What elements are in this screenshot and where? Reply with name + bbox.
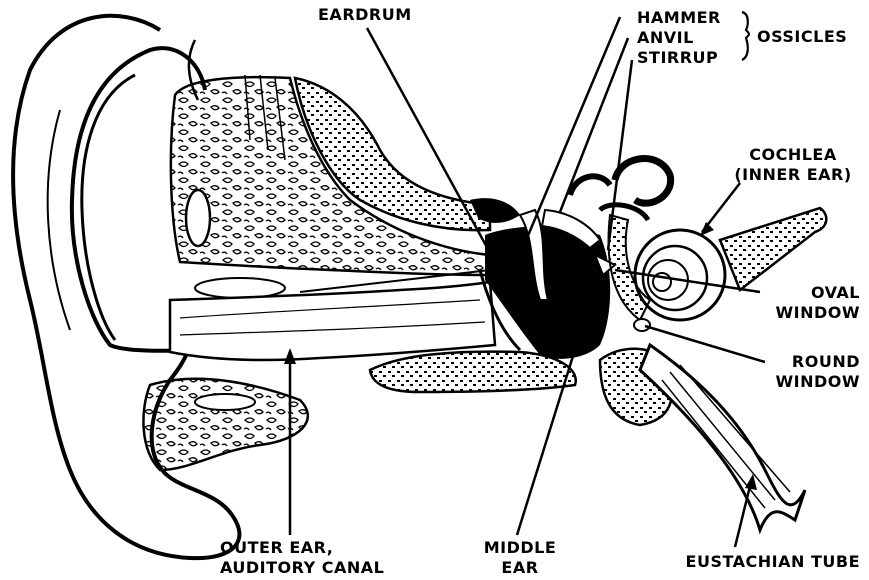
label-round-window: WINDOW	[745, 372, 860, 392]
temporal-bone-lower	[370, 352, 576, 392]
label-middle: MIDDLE	[470, 538, 570, 558]
label-middle-ear: EAR	[470, 558, 570, 578]
label-cochlea: COCHLEA	[733, 145, 853, 165]
label-eustachian-tube: EUSTACHIAN TUBE	[640, 552, 860, 572]
label-oval: OVAL	[745, 283, 860, 303]
label-stirrup: STIRRUP	[637, 48, 718, 68]
anvil-leader	[560, 38, 628, 212]
label-inner-ear: (INNER EAR)	[733, 165, 853, 185]
label-eardrum: EARDRUM	[318, 5, 412, 25]
temporal-bone-upper	[171, 75, 490, 298]
label-oval-window: WINDOW	[745, 303, 860, 323]
label-outer-ear: OUTER EAR,	[220, 538, 333, 558]
label-ossicles: OSSICLES	[757, 27, 847, 47]
ossicles-bracket	[742, 12, 749, 60]
label-auditory-canal: AUDITORY CANAL	[220, 558, 384, 578]
label-hammer: HAMMER	[637, 8, 721, 28]
label-anvil: ANVIL	[637, 28, 694, 48]
label-round: ROUND	[745, 352, 860, 372]
